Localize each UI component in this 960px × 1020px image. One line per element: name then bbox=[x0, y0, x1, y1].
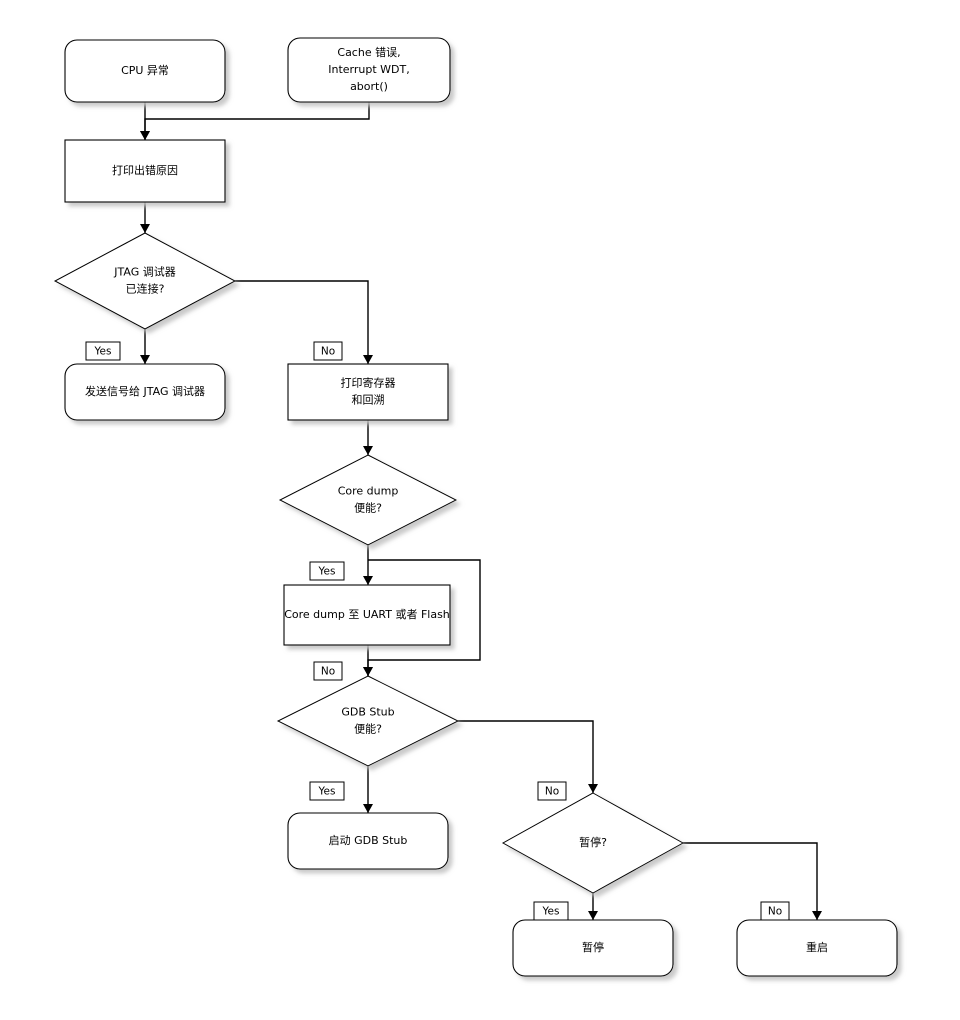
start-gdb-stub-label-line-0: 启动 GDB Stub bbox=[329, 834, 408, 847]
gdb-stub-enabled-shape[interactable] bbox=[276, 675, 460, 767]
edge-jtag-no-label-text: No bbox=[321, 346, 335, 358]
edge-coredump-yes-label: Yes bbox=[309, 561, 345, 581]
edge-halt-no-label-box bbox=[760, 901, 790, 921]
edge-halt-yes-arrowhead bbox=[588, 911, 598, 920]
halt-decision-shape[interactable] bbox=[501, 792, 685, 894]
cpu-exception-label-line-0: CPU 异常 bbox=[121, 64, 169, 77]
edge-coredump-action-to-gdbstub-label-text: No bbox=[321, 666, 335, 678]
jtag-debugger-connected-label-line-1: 已连接? bbox=[126, 283, 165, 296]
edge-gdbstub-no-label-box bbox=[537, 781, 567, 801]
edge-jtag-no-label: No bbox=[313, 341, 343, 361]
start-gdb-stub-shape[interactable] bbox=[287, 812, 449, 870]
edge-print-reason-to-jtag bbox=[140, 202, 150, 233]
print-registers-backtrace-label-line-0: 打印寄存器 bbox=[341, 376, 396, 390]
cache-error-label-line-2: abort() bbox=[350, 80, 388, 93]
node-halt-decision[interactable]: 暂停? bbox=[501, 792, 685, 894]
print-registers-backtrace-label-line-1: 和回溯 bbox=[352, 394, 385, 407]
edge-gdbstub-no bbox=[458, 720, 598, 793]
edge-registers-to-coredump bbox=[363, 420, 373, 455]
edge-coredump-action-to-gdbstub-label-box bbox=[313, 661, 343, 681]
edge-halt-yes bbox=[588, 893, 598, 920]
core-dump-enabled-label-line-1: 便能? bbox=[354, 501, 382, 515]
gdb-stub-enabled-label-line-0: GDB Stub bbox=[341, 706, 394, 719]
core-dump-enabled-shape[interactable] bbox=[278, 454, 458, 546]
edge-gdbstub-yes-arrowhead bbox=[363, 804, 373, 813]
node-gdb-stub-enabled[interactable]: GDB Stub 便能? bbox=[276, 675, 460, 767]
edge-coredump-action-to-gdbstub-arrowhead bbox=[363, 667, 373, 676]
edge-coredump-action-to-gdbstub-label: No bbox=[313, 661, 343, 681]
jtag-debugger-connected-label-line-0: JTAG 调试器 bbox=[113, 266, 175, 279]
jtag-debugger-connected-shape[interactable] bbox=[53, 232, 237, 330]
cache-error-shape[interactable] bbox=[287, 37, 451, 103]
reboot-shape[interactable] bbox=[736, 919, 898, 977]
print-registers-backtrace-shape[interactable] bbox=[287, 363, 449, 421]
halt-decision-label-line-0: 暂停? bbox=[579, 835, 607, 849]
edge-jtag-no-arrowhead bbox=[363, 355, 373, 364]
edge-halt-no-label: No bbox=[760, 901, 790, 921]
core-dump-to-uart-or-flash-label-line-0: Core dump 至 UART 或者 Flash bbox=[284, 608, 450, 621]
edge-jtag-yes-arrowhead bbox=[140, 355, 150, 364]
reboot-label-line-0: 重启 bbox=[806, 940, 828, 954]
edge-gdbstub-yes-label-text: Yes bbox=[318, 786, 336, 798]
edge-cache-to-print-reason-arrowhead bbox=[140, 131, 150, 140]
cache-error-label-line-0: Cache 错误, bbox=[337, 45, 400, 59]
nodes-layer: CPU 异常 Cache 错误, Interrupt WDT, abort() 打印出错… bbox=[53, 37, 898, 977]
edge-jtag-yes-label: Yes bbox=[85, 341, 121, 361]
edge-jtag-no-label-box bbox=[313, 341, 343, 361]
edge-gdbstub-no-arrowhead bbox=[588, 784, 598, 793]
node-cache-error[interactable]: Cache 错误, Interrupt WDT, abort() bbox=[287, 37, 451, 103]
edge-halt-yes-label-text: Yes bbox=[542, 906, 560, 918]
edge-jtag-no bbox=[235, 280, 373, 364]
edge-halt-no-line bbox=[683, 842, 818, 920]
edge-coredump-yes bbox=[363, 545, 373, 585]
edge-halt-no-arrowhead bbox=[812, 911, 822, 920]
node-reboot[interactable]: 重启 bbox=[736, 919, 898, 977]
edge-jtag-yes-label-box bbox=[85, 341, 121, 361]
edge-coredump-yes-label-text: Yes bbox=[318, 566, 336, 578]
edge-halt-yes-label-box bbox=[533, 901, 569, 921]
send-signal-to-jtag-label-line-0: 发送信号给 JTAG 调试器 bbox=[85, 384, 205, 398]
edge-gdbstub-yes bbox=[363, 766, 373, 813]
edge-cache-to-print-reason bbox=[140, 102, 370, 140]
edge-registers-to-coredump-arrowhead bbox=[363, 446, 373, 455]
gdb-stub-enabled-label-line-1: 便能? bbox=[354, 722, 382, 736]
node-core-dump-to-uart-or-flash[interactable]: Core dump 至 UART 或者 Flash bbox=[283, 584, 451, 646]
edge-coredump-yes-arrowhead bbox=[363, 576, 373, 585]
edge-jtag-no-line bbox=[235, 280, 369, 364]
node-core-dump-enabled[interactable]: Core dump 便能? bbox=[278, 454, 458, 546]
edges-layer bbox=[140, 102, 822, 920]
cpu-exception-shape[interactable] bbox=[64, 39, 226, 103]
node-cpu-exception[interactable]: CPU 异常 bbox=[64, 39, 226, 103]
edge-gdbstub-no-label: No bbox=[537, 781, 567, 801]
node-send-signal-to-jtag[interactable]: 发送信号给 JTAG 调试器 bbox=[64, 363, 226, 421]
node-start-gdb-stub[interactable]: 启动 GDB Stub bbox=[287, 812, 449, 870]
edge-halt-yes-label: Yes bbox=[533, 901, 569, 921]
edge-gdbstub-yes-label-box bbox=[309, 781, 345, 801]
edge-jtag-yes-label-text: Yes bbox=[94, 346, 112, 358]
core-dump-enabled-label-line-0: Core dump bbox=[338, 485, 399, 498]
edge-gdbstub-yes-label: Yes bbox=[309, 781, 345, 801]
node-halt[interactable]: 暂停 bbox=[512, 919, 674, 977]
edge-gdbstub-no-label-text: No bbox=[545, 786, 559, 798]
core-dump-to-uart-or-flash-shape[interactable] bbox=[283, 584, 451, 646]
send-signal-to-jtag-shape[interactable] bbox=[64, 363, 226, 421]
node-print-error-reason[interactable]: 打印出错原因 bbox=[64, 139, 226, 203]
edge-gdbstub-no-line bbox=[458, 720, 594, 793]
cache-error-label-line-1: Interrupt WDT, bbox=[328, 63, 409, 76]
print-error-reason-shape[interactable] bbox=[64, 139, 226, 203]
edge-halt-no-label-text: No bbox=[768, 906, 782, 918]
edge-coredump-yes-label-box bbox=[309, 561, 345, 581]
edge-jtag-yes bbox=[140, 329, 150, 364]
edge-halt-no bbox=[683, 842, 822, 920]
edge-print-reason-to-jtag-arrowhead bbox=[140, 224, 150, 233]
edge-cache-to-print-reason-line bbox=[144, 102, 370, 140]
print-error-reason-label-line-0: 打印出错原因 bbox=[112, 163, 178, 177]
halt-label-line-0: 暂停 bbox=[582, 940, 604, 954]
halt-shape[interactable] bbox=[512, 919, 674, 977]
edge-coredump-action-to-gdbstub bbox=[363, 645, 373, 676]
